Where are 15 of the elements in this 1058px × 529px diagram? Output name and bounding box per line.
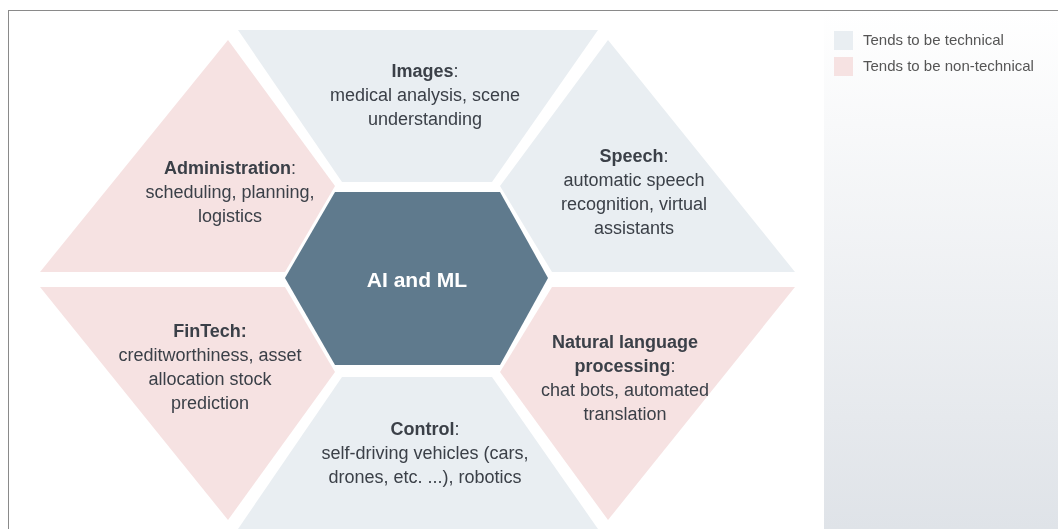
segment-text: scheduling, planning, logistics bbox=[144, 181, 316, 228]
segment-text: medical analysis, scene understanding bbox=[328, 84, 522, 131]
segment-text: creditworthiness, asset allocation stock prediction bbox=[117, 344, 303, 415]
legend-text: Tends to be non-technical bbox=[863, 57, 1034, 74]
legend-text: Tends to be technical bbox=[863, 31, 1004, 48]
center-label: AI and ML bbox=[365, 268, 469, 292]
segment-heading: Administration: bbox=[163, 157, 297, 180]
segment-text: self-driving vehicles (cars, drones, etc. ...), robotics bbox=[320, 442, 530, 489]
segment-text: chat bots, automated translation bbox=[539, 379, 711, 426]
segment-heading: Speech: bbox=[598, 145, 670, 168]
segment-heading: FinTech: bbox=[172, 320, 248, 343]
segment-heading: Control: bbox=[389, 418, 461, 441]
segment-heading: Natural language processing: bbox=[551, 331, 699, 378]
segment-heading: Images: bbox=[390, 60, 460, 83]
segment-text: automatic speech recognition, virtual assistants bbox=[559, 169, 709, 240]
